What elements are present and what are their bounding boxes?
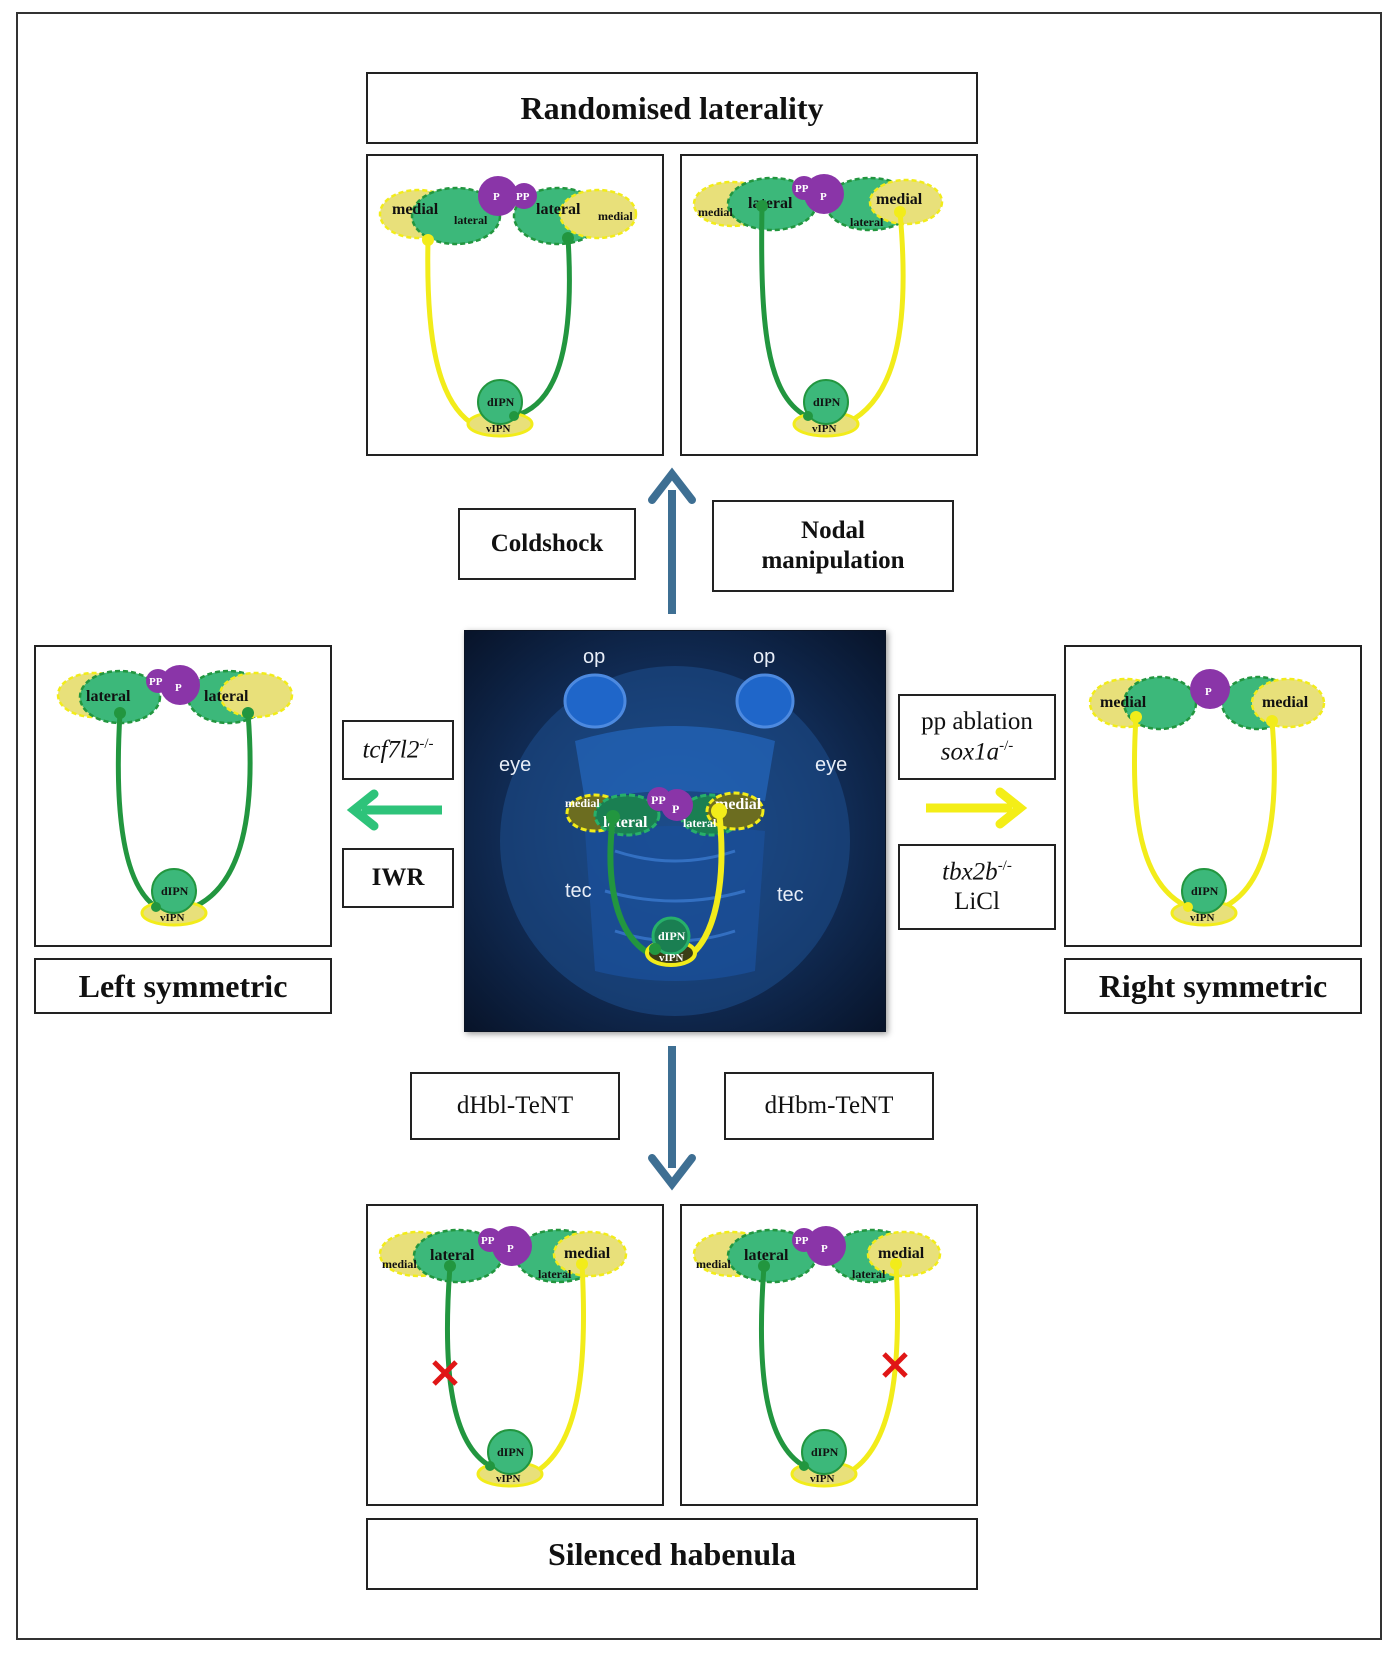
title-right-symmetric: Right symmetric xyxy=(1064,958,1362,1014)
pp-ablation: pp ablation xyxy=(921,707,1033,735)
condition-nodal-manipulation: Nodal manipulation xyxy=(712,500,954,592)
center-medial-left: medial xyxy=(565,796,600,810)
center-dipn: dIPN xyxy=(658,929,686,943)
sox-sup: -/- xyxy=(999,737,1014,754)
center-vipn: vIPN xyxy=(659,952,684,964)
condition-tbx2b-licl: tbx2b-/- LiCl xyxy=(898,844,1056,930)
label-op-right: op xyxy=(753,646,775,668)
figure-frame xyxy=(16,12,1382,1640)
nodal-line-2: manipulation xyxy=(761,547,905,574)
panel-silenced-left xyxy=(366,1204,664,1506)
panel-right-symmetric xyxy=(1064,645,1362,947)
label-eye-right: eye xyxy=(815,754,847,776)
sox-gene: sox1a xyxy=(940,738,1000,766)
center-pp: PP xyxy=(651,793,666,807)
nodal-line-1: Nodal xyxy=(801,517,865,544)
tbx-sup: -/- xyxy=(997,857,1012,874)
panel-randomised-right xyxy=(680,154,978,456)
central-brain-image: op op eye eye tec tec PP P medial latera… xyxy=(464,630,886,1032)
licl: LiCl xyxy=(954,888,1000,916)
tcf-sup: -/- xyxy=(419,735,434,752)
panel-randomised-left xyxy=(366,154,664,456)
condition-dhbm-tenont: dHbm-TeNT xyxy=(724,1072,934,1140)
condition-pp-ablation-sox1a: pp ablation sox1a-/- xyxy=(898,694,1056,780)
condition-dhbl-tenont: dHbl-TeNT xyxy=(410,1072,620,1140)
label-tec-right: tec xyxy=(777,884,804,906)
title-randomised-laterality: Randomised laterality xyxy=(366,72,978,144)
label-eye-left: eye xyxy=(499,754,531,776)
label-tec-left: tec xyxy=(565,880,592,902)
central-image-svg: op op eye eye tec tec PP P medial latera… xyxy=(465,631,885,1031)
tcf-gene: tcf7l2 xyxy=(362,736,420,764)
condition-coldshock: Coldshock xyxy=(458,508,636,580)
title-silenced-habenula: Silenced habenula xyxy=(366,1518,978,1590)
panel-silenced-right xyxy=(680,1204,978,1506)
label-op-left: op xyxy=(583,646,605,668)
center-medial-right: medial xyxy=(715,796,762,813)
condition-tcf7l2: tcf7l2-/- xyxy=(342,720,454,780)
title-left-symmetric: Left symmetric xyxy=(34,958,332,1014)
tbx-gene: tbx2b xyxy=(942,858,998,886)
center-lateral-right: lateral xyxy=(683,816,717,830)
panel-left-symmetric xyxy=(34,645,332,947)
center-p: P xyxy=(672,802,679,816)
condition-iwr: IWR xyxy=(342,848,454,908)
